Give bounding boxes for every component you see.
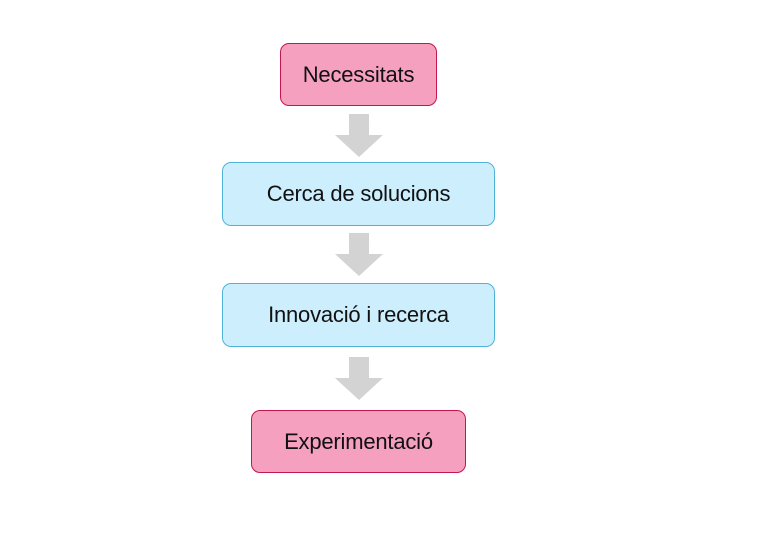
step-label: Cerca de solucions [266,181,451,206]
step-label: Experimentació [284,428,433,454]
step-box-experimentacio: Experimentació [251,410,466,473]
step-box-cerca-de-solucions: Cerca de solucions [222,162,495,226]
step-box-necessitats: Necessitats [280,43,437,106]
down-arrow-icon [334,233,384,277]
down-arrow-icon [334,357,384,401]
step-label: Necessitats [302,61,415,87]
down-arrow-icon [334,114,384,158]
step-label: Innovació i recerca [268,302,449,327]
step-box-innovacio-i-recerca: Innovació i recerca [222,283,495,347]
